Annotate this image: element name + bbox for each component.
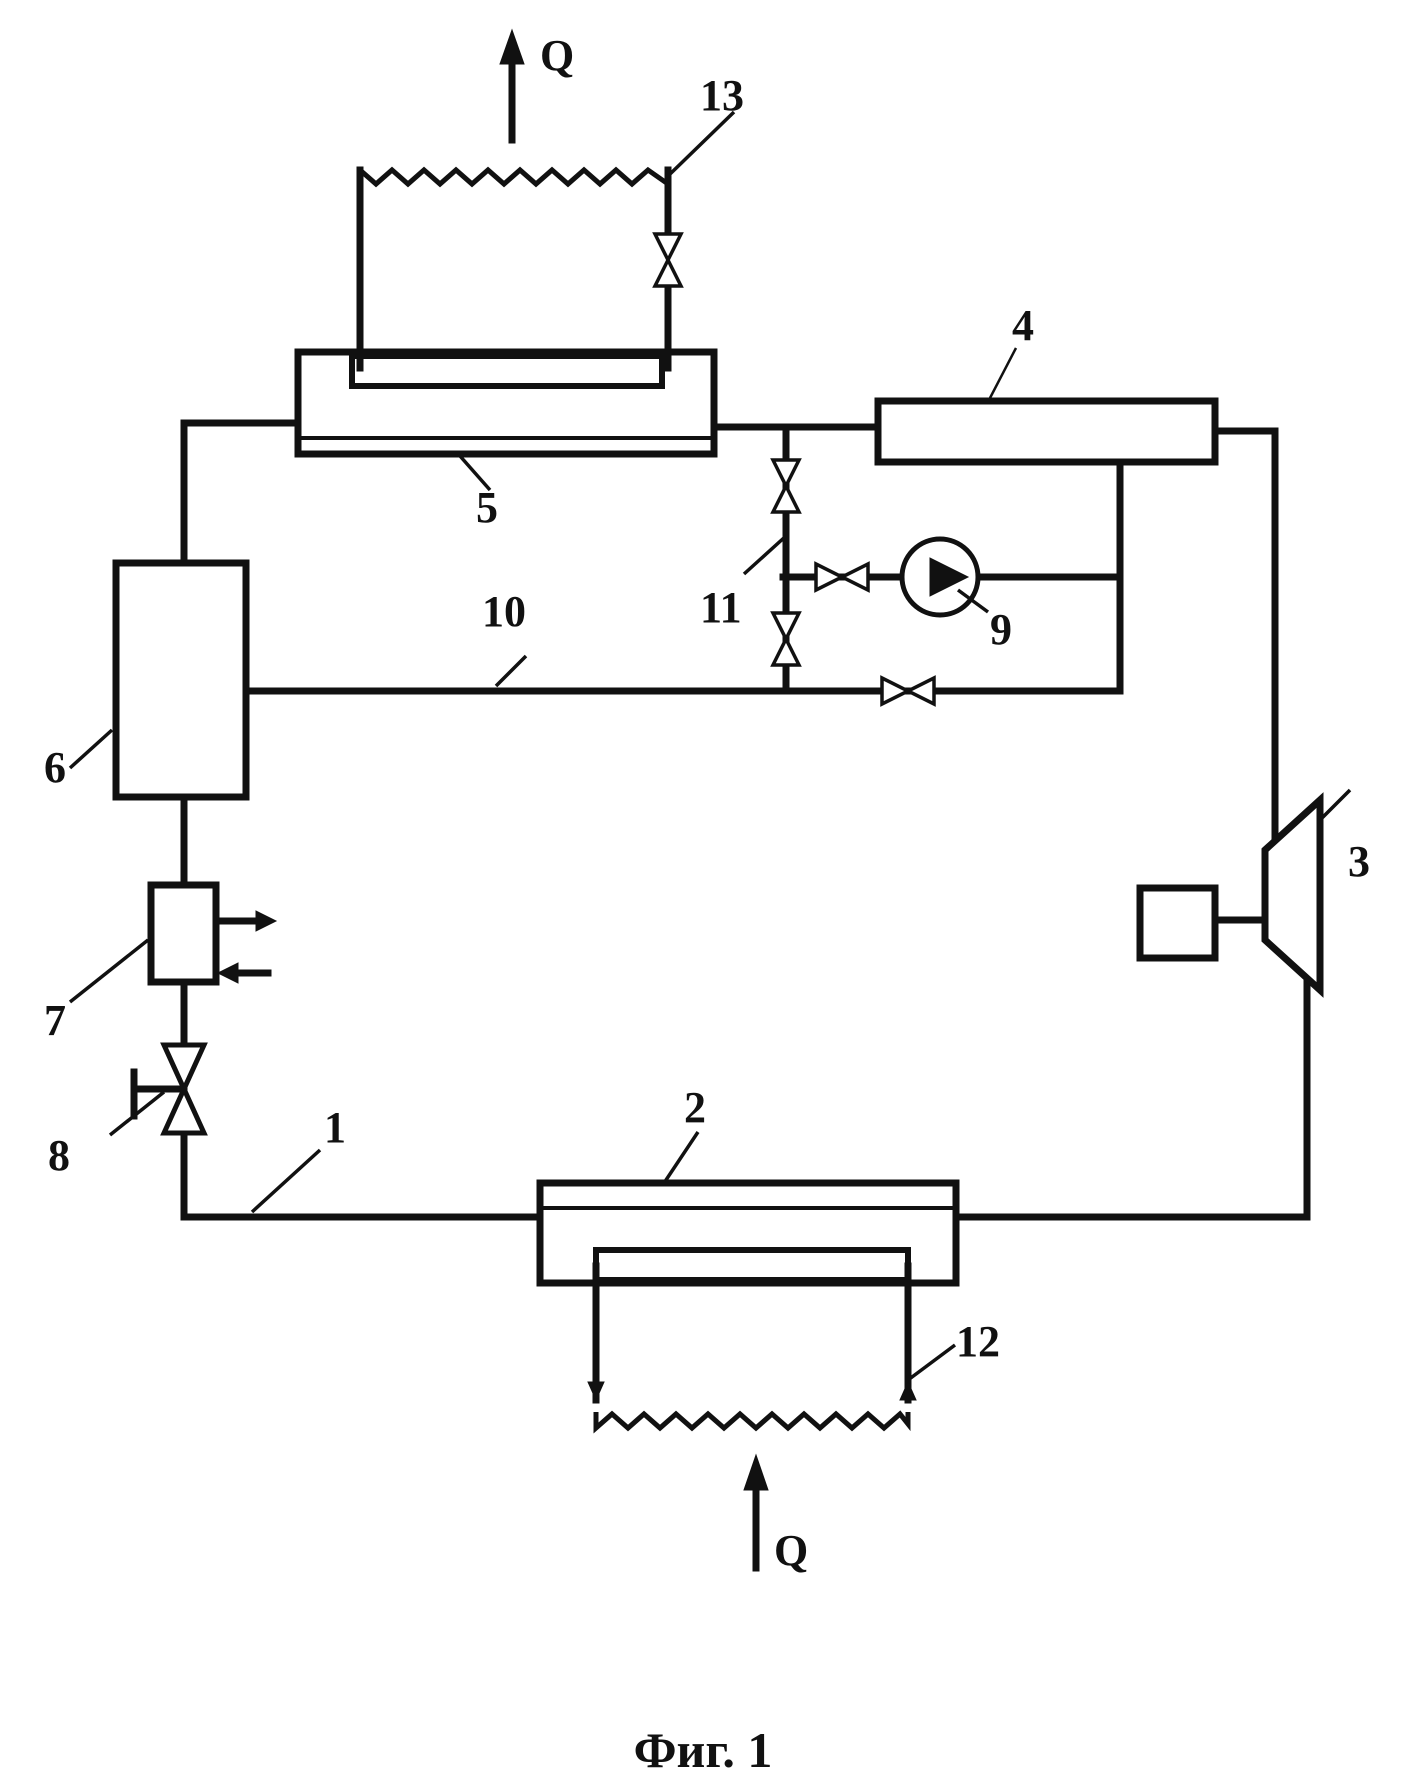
label-6: 6: [44, 743, 66, 792]
evaporator: [540, 1183, 956, 1283]
heat-source-circuit: [588, 1266, 916, 1428]
throttle-valve: [134, 1045, 204, 1133]
label-7: 7: [44, 996, 66, 1045]
label-3: 3: [1348, 837, 1370, 886]
heat-exchanger: [878, 401, 1215, 462]
heat-out-label: Q: [540, 31, 574, 80]
label-13: 13: [700, 71, 744, 120]
line-11-upper-valve: [773, 460, 799, 512]
main-circuit-line: [184, 423, 1307, 1217]
pump-branch-valve: [816, 564, 868, 590]
line-11-lower-valve: [773, 613, 799, 665]
label-8: 8: [48, 1131, 70, 1180]
pump: [902, 539, 978, 615]
label-1: 1: [324, 1103, 346, 1152]
label-12: 12: [956, 1317, 1000, 1366]
label-2: 2: [684, 1083, 706, 1132]
heat-in-arrow: [744, 1455, 768, 1568]
heat-sink-circuit: [360, 170, 668, 368]
figure-caption: Фиг. 1: [634, 1722, 773, 1778]
heat-out-arrow: [500, 30, 524, 140]
label-10: 10: [482, 587, 526, 636]
cooler: [151, 885, 276, 983]
label-5: 5: [476, 483, 498, 532]
receiver: [116, 563, 246, 797]
heat-in-label: Q: [774, 1526, 808, 1575]
label-9: 9: [990, 605, 1012, 654]
branch-piping: [246, 427, 1120, 691]
label-11: 11: [700, 583, 742, 632]
circuit-13-valve: [655, 234, 681, 286]
bypass-line-valve: [882, 678, 934, 704]
compressor: [1140, 800, 1320, 990]
label-4: 4: [1012, 301, 1034, 350]
